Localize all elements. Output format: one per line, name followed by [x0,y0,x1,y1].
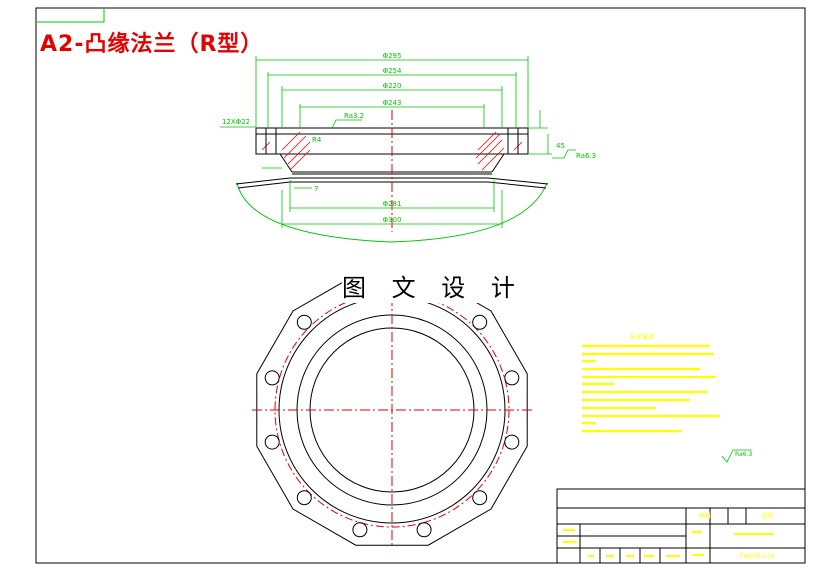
bolt-hole [472,314,488,330]
notes-roughness: Ra6.3 [735,451,752,458]
dim-d300: Φ300 [383,216,402,224]
dim-radius: R4 [312,136,322,144]
dimension-lines [220,56,576,228]
section-outer-arc [236,182,548,243]
section-view: Φ295 Φ254 Φ220 Φ243 Φ281 Φ300 12XΦ22 R4 … [220,52,596,243]
bolt-hole [504,434,520,450]
dim-d243: Φ243 [383,99,402,107]
bolt-hole-section [265,128,519,154]
bolt-hole [296,490,312,506]
bolt-hole [264,370,280,386]
dim-holes: 12XΦ22 [222,118,250,126]
bolt-hole [416,522,432,538]
bolt-hole [504,370,520,386]
notes-title: 技术要求 [630,333,654,341]
dim-roughness-top: Ra3.2 [344,112,364,120]
dim-d220: Φ220 [383,82,402,90]
drawing-title: A2-凸缘法兰（R型） [40,32,264,57]
base-plate [235,177,549,185]
dimension-texts: Φ295 Φ254 Φ220 Φ243 Φ281 Φ300 12XΦ22 R4 … [222,52,596,224]
technical-notes: 技术要求 Ra6.3 [582,333,752,463]
watermark-text: 图 文 设 计 [342,268,524,303]
title-block: 材料 比例 TYA2012-01 [556,488,806,564]
sheet-frame [35,7,806,564]
dim-roughness-side: Ra6.3 [576,152,596,160]
dim-45: 45 [556,142,565,150]
flange-outer-polygon [256,274,528,546]
plan-view [252,274,532,548]
dim-7: 7 [314,185,318,193]
section-hatch [261,131,523,171]
bolt-hole [264,434,280,450]
bolt-hole [296,314,312,330]
bolt-hole [352,522,368,538]
bolt-hole [472,490,488,506]
title-block-drawing-no: TYA2012-01 [738,553,775,560]
title-block-material: 材料 [699,512,711,520]
dim-d281: Φ281 [383,200,402,208]
title-block-scale: 比例 [761,512,773,520]
dim-d254: Φ254 [383,67,402,75]
dim-d295: Φ295 [383,52,402,60]
